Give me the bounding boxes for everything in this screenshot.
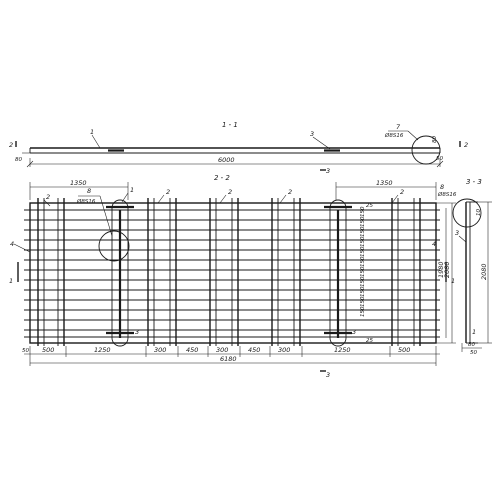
callout-3-3-3: 3 [455, 229, 459, 237]
lifting-loop-right [324, 199, 352, 347]
callout-8-sub: Ø8S16 [76, 198, 96, 205]
cage-outline [29, 202, 437, 344]
svg-text:450: 450 [248, 346, 260, 354]
callout-3-left: 3 [135, 328, 139, 336]
svg-text:3: 3 [326, 371, 330, 379]
dim-50-3-3: 50 [470, 350, 477, 356]
svg-text:150: 150 [360, 256, 366, 267]
callout-3-3-1: 1 [472, 328, 476, 336]
svg-text:1: 1 [451, 277, 455, 285]
svg-text:300: 300 [216, 346, 228, 354]
svg-text:150: 150 [360, 226, 366, 237]
callout-4-right: 4 [432, 240, 436, 248]
svg-text:150: 150 [360, 306, 366, 317]
svg-text:300: 300 [278, 346, 290, 354]
svg-text:150: 150 [360, 276, 366, 287]
dim-10: 10 [476, 209, 482, 216]
total-length: 6180 [220, 355, 237, 363]
mesh-strip-2 [146, 198, 178, 346]
mesh-strip-1 [36, 198, 66, 346]
callout-2c: 2 [228, 188, 232, 196]
dim-1350-left: 1350 [70, 179, 87, 187]
vertical-spacing-column: 25 150 150 150 150 150 150 150 150 150 1… [360, 203, 373, 344]
section-3-3-title: 3 - 3 [466, 178, 482, 186]
svg-text:25: 25 [366, 338, 373, 344]
mesh-strip-5 [390, 198, 422, 346]
dim-1350-right: 1350 [376, 179, 393, 187]
section-2-2-title: 2 - 2 [214, 174, 230, 182]
svg-text:2: 2 [9, 141, 13, 149]
callout-3-right: 3 [352, 328, 356, 336]
callout-8-right: 8 [440, 183, 444, 191]
callout-8: 8 [87, 187, 91, 195]
svg-text:500: 500 [398, 346, 410, 354]
svg-text:1250: 1250 [334, 346, 351, 354]
callout-2e: 2 [400, 188, 404, 196]
callout-2d: 2 [288, 188, 292, 196]
lifting-loop-left [106, 199, 134, 347]
callout-2a: 2 [46, 193, 50, 201]
leader-1 [91, 134, 101, 149]
svg-text:150: 150 [360, 216, 366, 227]
svg-text:150: 150 [360, 246, 366, 257]
mesh-strip-4 [270, 198, 302, 346]
section-1-1: 1 - 1 1 3 7 Ø8S16 80 50 2 2 80 [9, 121, 468, 175]
svg-text:1250: 1250 [94, 346, 111, 354]
callout-2b: 2 [166, 188, 170, 196]
dim-height-3-3: 2080 [480, 263, 488, 280]
dim-80b: 80 [15, 157, 22, 163]
leader-3 [312, 136, 331, 150]
callout-4: 4 [10, 240, 14, 248]
svg-text:50: 50 [22, 348, 29, 354]
svg-text:150: 150 [360, 286, 366, 297]
height-outer: 2080 [443, 261, 451, 278]
height-inner: 1980 [437, 261, 445, 278]
svg-text:300: 300 [154, 346, 166, 354]
svg-text:450: 450 [186, 346, 198, 354]
section-2-2: 2 - 2 1350 1350 [9, 174, 457, 379]
callout-8-right-sub: Ø8S16 [437, 191, 457, 198]
detail-circle-plan [98, 230, 130, 262]
svg-text:500: 500 [42, 346, 54, 354]
dim-80: 80 [432, 136, 438, 143]
section-1-1-title: 1 - 1 [222, 121, 238, 129]
callout-7: 7 [396, 123, 401, 131]
detail-circle-3-3 [452, 198, 482, 228]
callout-7-sub: Ø8S16 [384, 132, 404, 139]
mesh-strip-3 [208, 198, 240, 346]
dim-80-3-3: 80 [468, 342, 475, 348]
section-3-3: 3 - 3 2080 10 3 1 50 80 [452, 178, 492, 356]
svg-text:150: 150 [360, 296, 366, 307]
svg-text:3: 3 [326, 167, 330, 175]
svg-text:150: 150 [360, 266, 366, 277]
svg-text:150: 150 [360, 236, 366, 247]
svg-text:25: 25 [366, 203, 373, 209]
svg-text:150: 150 [360, 206, 366, 217]
bottom-dim-ticks [29, 346, 437, 366]
callout-3: 3 [310, 130, 314, 138]
callout-1: 1 [130, 186, 134, 194]
callout-1: 1 [90, 128, 94, 136]
svg-text:2: 2 [464, 141, 468, 149]
svg-text:1: 1 [9, 277, 13, 285]
length-6000: 6000 [218, 156, 235, 164]
